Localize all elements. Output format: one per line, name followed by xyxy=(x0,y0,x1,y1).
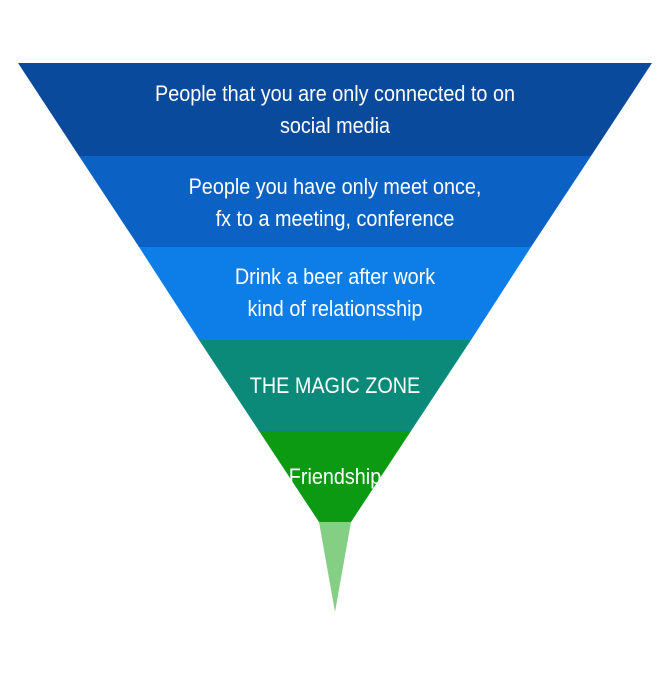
level-3-line-2: kind of relationsship xyxy=(247,296,423,321)
level-2-line-2: fx to a meeting, conference xyxy=(215,206,455,231)
level-4-line-1: THE MAGIC ZONE xyxy=(249,373,421,398)
level-1-label: People that you are only connected to on… xyxy=(34,78,637,142)
level-1-band xyxy=(18,63,652,156)
level-5-label: Friendship xyxy=(34,461,637,493)
level-6-tip xyxy=(319,522,351,612)
level-5-line-1: Friendship xyxy=(288,464,382,489)
level-5-band xyxy=(259,431,411,522)
level-4-label: THE MAGIC ZONE xyxy=(34,370,637,402)
level-3-band xyxy=(139,247,531,340)
level-3-line-1: Drink a beer after work xyxy=(234,264,436,289)
level-2-label: People you have only meet once, fx to a … xyxy=(34,171,637,235)
level-2-band xyxy=(79,156,591,247)
level-2-line-1: People you have only meet once, xyxy=(188,174,482,199)
level-3-label: Drink a beer after work kind of relation… xyxy=(34,261,637,325)
level-4-band xyxy=(199,340,471,431)
level-1-line-1: People that you are only connected to on xyxy=(155,81,515,106)
level-1-line-2: social media xyxy=(279,113,391,138)
